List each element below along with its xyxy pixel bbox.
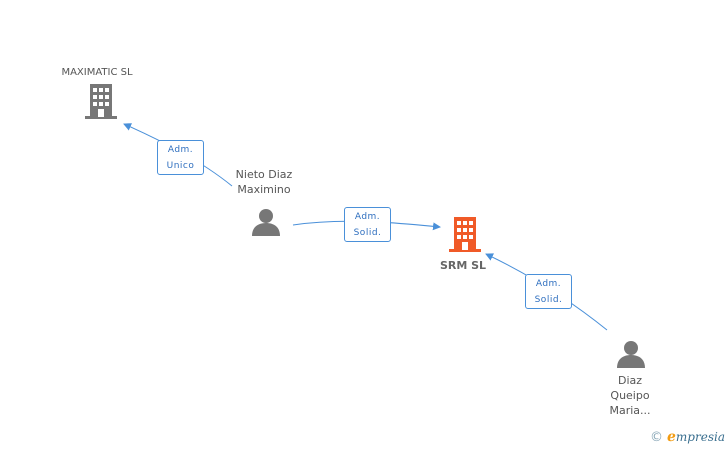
edge-label-line1: Adm.	[167, 145, 194, 155]
diaz-label[interactable]: Diaz Queipo Maria...	[590, 373, 670, 418]
empresia-brand[interactable]: © ℯmpresia	[650, 429, 725, 445]
building-icon[interactable]	[85, 84, 117, 120]
copyright-symbol: ©	[650, 430, 663, 445]
edge-label-line2: Unico	[166, 161, 195, 171]
brand-e: ℯ	[667, 429, 676, 445]
edge-label-line1: Adm.	[354, 212, 381, 222]
edge-label-adm-solid[interactable]: Adm. Solid.	[525, 274, 572, 309]
edge-label-line2: Solid.	[353, 228, 382, 238]
person-icon[interactable]	[616, 339, 646, 369]
building-icon[interactable]	[449, 217, 481, 253]
nieto-label-line1: Nieto Diaz	[235, 168, 293, 181]
edge-label-line2: Solid.	[534, 295, 563, 305]
person-icon[interactable]	[251, 207, 281, 237]
edge-label-line1: Adm.	[535, 279, 562, 289]
nieto-label-line2: Maximino	[237, 183, 291, 196]
diaz-label-line3: Maria...	[609, 404, 651, 417]
diaz-label-line2: Queipo	[610, 389, 650, 402]
nieto-label[interactable]: Nieto Diaz Maximino	[214, 167, 314, 197]
srm-label[interactable]: SRM SL	[439, 259, 487, 272]
diaz-label-line1: Diaz	[617, 374, 643, 387]
edge-label-adm-unico[interactable]: Adm. Unico	[157, 140, 204, 175]
brand-name: mpresia	[675, 430, 725, 444]
maximatic-label[interactable]: MAXIMATIC SL	[61, 67, 133, 78]
edge-label-adm-solid[interactable]: Adm. Solid.	[344, 207, 391, 242]
